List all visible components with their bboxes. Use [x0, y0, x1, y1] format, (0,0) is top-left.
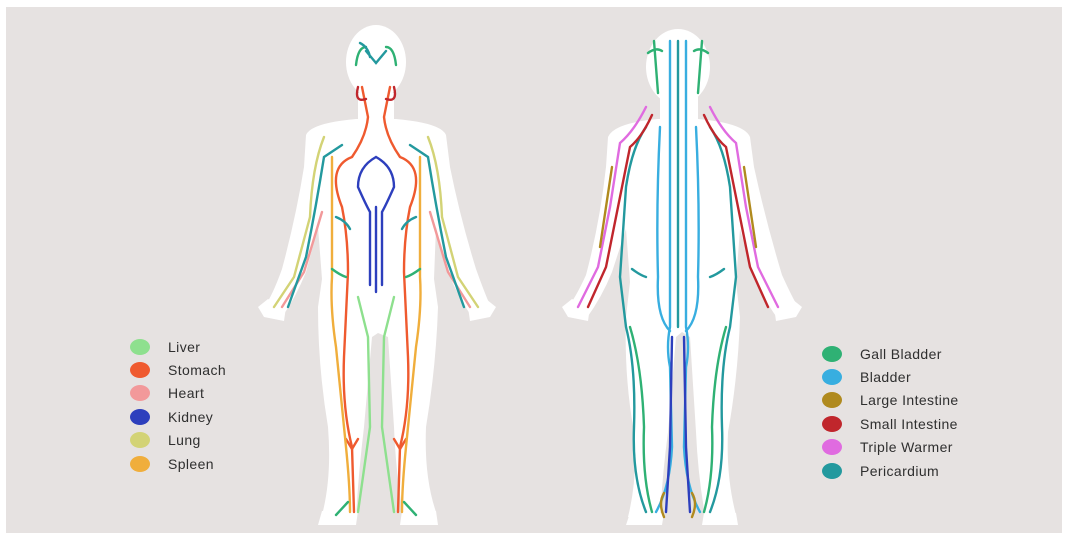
legend-item-gall-bladder: Gall Bladder [822, 342, 959, 365]
lung-swatch [130, 432, 150, 448]
triple-warmer-swatch [822, 439, 842, 455]
legend-label: Stomach [168, 362, 226, 378]
legend-item-spleen: Spleen [130, 452, 226, 475]
legend-item-lung: Lung [130, 429, 226, 452]
legend-label: Bladder [860, 369, 911, 385]
legend-item-pericardium: Pericardium [822, 459, 959, 482]
legend-label: Gall Bladder [860, 346, 942, 362]
legend-item-small-intestine: Small Intestine [822, 412, 959, 435]
liver-swatch [130, 339, 150, 355]
legend-label: Liver [168, 339, 200, 355]
legend-label: Triple Warmer [860, 439, 953, 455]
legend-label: Pericardium [860, 463, 939, 479]
legend-item-stomach: Stomach [130, 358, 226, 381]
legend-item-bladder: Bladder [822, 365, 959, 388]
kidney-swatch [130, 409, 150, 425]
legend-item-triple-warmer: Triple Warmer [822, 436, 959, 459]
back-body-silhouette [562, 29, 802, 525]
legend-item-large-intestine: Large Intestine [822, 389, 959, 412]
legend-item-kidney: Kidney [130, 405, 226, 428]
pericardium-swatch [822, 463, 842, 479]
legend-item-liver: Liver [130, 335, 226, 358]
heart-swatch [130, 385, 150, 401]
legend-label: Large Intestine [860, 392, 959, 408]
legend-back: Gall Bladder Bladder Large Intestine Sma… [822, 342, 959, 482]
gall-bladder-swatch [822, 346, 842, 362]
stomach-swatch [130, 362, 150, 378]
legend-front: Liver Stomach Heart Kidney Lung Spleen [130, 335, 226, 475]
bladder-swatch [822, 369, 842, 385]
diagram-canvas: Liver Stomach Heart Kidney Lung Spleen G… [6, 7, 1062, 533]
legend-item-heart: Heart [130, 382, 226, 405]
legend-label: Spleen [168, 456, 214, 472]
legend-label: Small Intestine [860, 416, 958, 432]
small-intestine-swatch [822, 416, 842, 432]
legend-label: Heart [168, 385, 204, 401]
legend-label: Lung [168, 432, 201, 448]
large-intestine-swatch [822, 392, 842, 408]
legend-label: Kidney [168, 409, 213, 425]
spleen-swatch [130, 456, 150, 472]
